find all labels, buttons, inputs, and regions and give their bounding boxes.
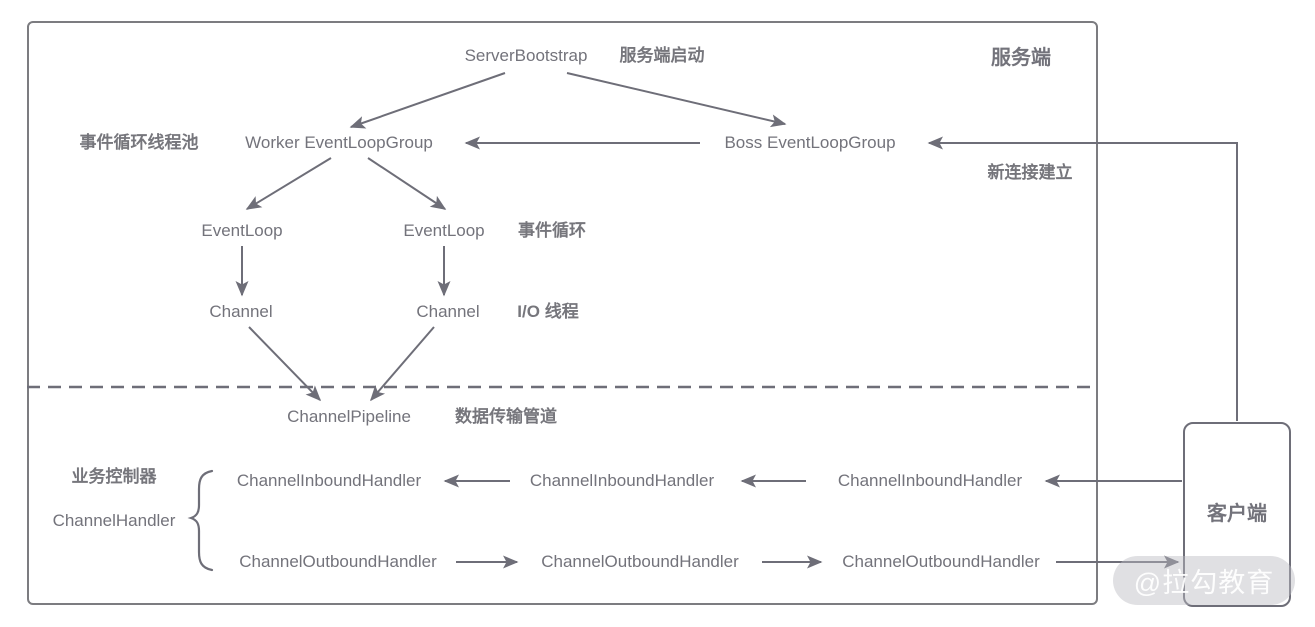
node-inbound-handler-1: ChannelInboundHandler (236, 470, 422, 490)
annotation-new-connection: 新连接建立 (987, 162, 1073, 182)
node-outbound-handler-3: ChannelOutboundHandler (842, 551, 1040, 571)
node-channel-left: Channel (209, 301, 273, 321)
arrow-client-to-boss-new-connection (927, 136, 1238, 421)
watermark-badge: @拉勾教育 (1113, 556, 1295, 605)
node-boss-event-loop-group: Boss EventLoopGroup (724, 132, 896, 152)
channel-handler-brace (187, 469, 214, 572)
annotation-data-pipeline: 数据传输管道 (455, 406, 557, 426)
server-zone-title: 服务端 (991, 47, 1051, 69)
node-server-bootstrap: ServerBootstrap (464, 45, 588, 65)
node-worker-event-loop-group: Worker EventLoopGroup (245, 132, 433, 152)
arrow-worker-to-eventloop-left (245, 157, 332, 210)
arrow-bootstrap-to-worker (349, 72, 506, 129)
arrow-channel-left-to-pipeline (248, 326, 322, 402)
annotation-event-loop: 事件循环 (518, 220, 586, 240)
node-channel-handler: ChannelHandler (52, 510, 176, 530)
annotation-business-controller: 业务控制器 (71, 466, 157, 486)
arrow-bootstrap-to-boss (566, 72, 787, 128)
node-outbound-handler-1: ChannelOutboundHandler (239, 551, 437, 571)
annotation-io-thread: I/O 线程 (517, 301, 579, 321)
node-event-loop-right: EventLoop (403, 220, 485, 240)
annotation-event-loop-thread-pool: 事件循环线程池 (79, 132, 199, 152)
arrow-worker-to-eventloop-right (367, 157, 447, 210)
node-channel-pipeline: ChannelPipeline (287, 406, 411, 426)
annotation-server-startup: 服务端启动 (619, 45, 705, 65)
node-channel-right: Channel (416, 301, 480, 321)
server-zone-box (27, 21, 1098, 605)
client-box (1183, 422, 1291, 607)
node-outbound-handler-2: ChannelOutboundHandler (541, 551, 739, 571)
node-inbound-handler-2: ChannelInboundHandler (529, 470, 715, 490)
arrow-channel-right-to-pipeline (370, 326, 435, 402)
node-inbound-handler-3: ChannelInboundHandler (837, 470, 1023, 490)
watermark-text: @拉勾教育 (1133, 568, 1275, 598)
node-event-loop-left: EventLoop (201, 220, 283, 240)
client-zone-title: 客户端 (1207, 503, 1267, 525)
